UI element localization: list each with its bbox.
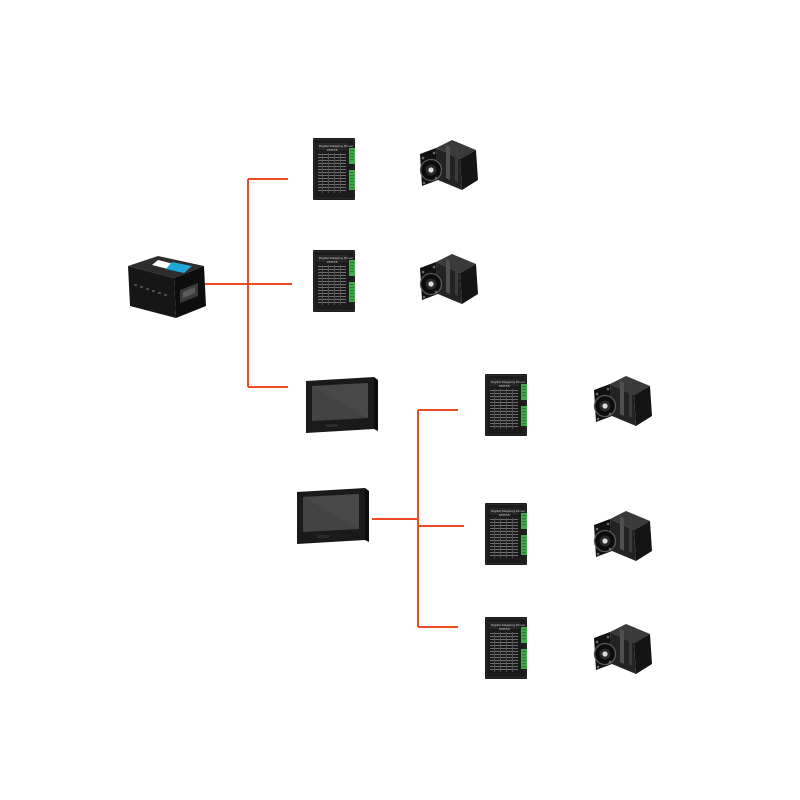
hmi-touchscreen-icon: [306, 377, 378, 433]
plc-controller-icon: [128, 256, 206, 318]
driver-model-label: DM556: [499, 384, 510, 388]
driver-model-label: DM556: [499, 627, 510, 631]
stepper-driver-icon: Digital Stepping Driver DM556: [484, 616, 528, 680]
stepper-driver-icon: Digital Stepping Driver DM556: [312, 249, 356, 313]
stepper-motor-icon: [419, 253, 479, 305]
stepper-motor-icon: [593, 375, 653, 427]
stepper-driver-icon: Digital Stepping Driver DM556: [484, 373, 528, 437]
driver-model-label: DM556: [327, 260, 338, 264]
driver-model-label: DM556: [327, 148, 338, 152]
stepper-motor-icon: [593, 623, 653, 675]
driver-header-label: Digital Stepping Driver: [319, 256, 354, 260]
stepper-driver-icon: Digital Stepping Driver DM556: [312, 137, 356, 201]
driver-model-label: DM556: [499, 513, 510, 517]
stepper-motor-icon: [593, 510, 653, 562]
stepper-motor-icon: [419, 139, 479, 191]
driver-header-label: Digital Stepping Driver: [491, 509, 526, 513]
stepper-driver-icon: Digital Stepping Driver DM556: [484, 502, 528, 566]
driver-header-label: Digital Stepping Driver: [319, 144, 354, 148]
driver-header-label: Digital Stepping Driver: [491, 380, 526, 384]
driver-header-label: Digital Stepping Driver: [491, 623, 526, 627]
hmi-touchscreen-icon: [297, 488, 369, 544]
